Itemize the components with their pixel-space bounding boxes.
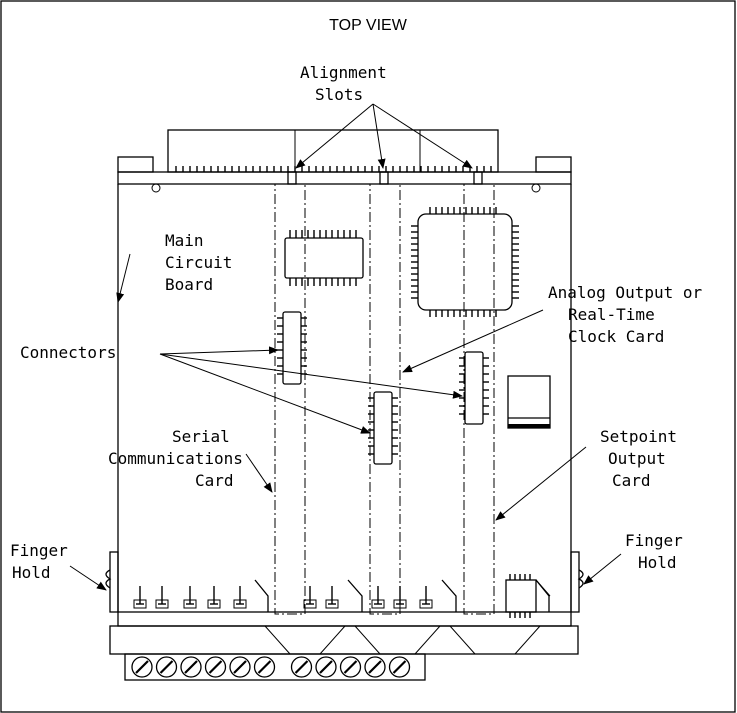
label-finger-hold-left: Finger Hold <box>10 541 68 582</box>
top-rail <box>117 171 572 185</box>
terminal-screws-strip <box>124 653 426 681</box>
arrow-connector-1 <box>159 346 279 355</box>
rear-connector-pins <box>175 166 492 172</box>
label-alignment-slots: Alignment Slots <box>300 63 387 104</box>
analog-output-card-outline <box>369 183 401 615</box>
card-guides-bottom <box>254 579 550 612</box>
label-main-board: Main Circuit Board <box>165 231 232 294</box>
ic-chip-dip <box>284 230 364 286</box>
relay-component <box>505 579 537 613</box>
leader-arrows <box>69 103 622 591</box>
alignment-label-line1: Alignment <box>300 63 387 82</box>
connector-3 <box>459 351 489 425</box>
main-board-label-line1: Main <box>165 231 204 250</box>
serial-label-line1: Serial <box>172 427 230 446</box>
analog-label-line3: Clock Card <box>568 327 664 346</box>
arrow-finger-right <box>583 553 622 585</box>
serial-comms-card-outline <box>274 183 306 615</box>
label-serial-card: Serial Communications Card <box>108 427 243 490</box>
finger-left-line2: Hold <box>12 563 51 582</box>
arrow-analog-card <box>402 309 544 373</box>
connector-1 <box>277 311 307 385</box>
finger-hold-right-edge <box>570 551 580 613</box>
setpoint-label-line1: Setpoint <box>600 427 677 446</box>
terminal-screws <box>131 656 411 678</box>
arrow-serial-card <box>245 453 273 493</box>
finger-right-line1: Finger <box>625 531 683 550</box>
label-setpoint-card: Setpoint Output Card <box>600 427 677 490</box>
analog-label-line1: Analog Output or <box>548 283 702 302</box>
finger-hold-right-notch <box>577 569 584 589</box>
display-component <box>507 375 551 429</box>
finger-right-line2: Hold <box>638 553 677 572</box>
arrow-alignment-slot-1 <box>295 103 374 169</box>
label-connectors: Connectors <box>20 343 116 362</box>
setpoint-label-line2: Output <box>608 449 666 468</box>
alignment-label-line2: Slots <box>315 85 363 104</box>
main-board-label-line3: Board <box>165 275 213 294</box>
mount-hole-left <box>151 183 161 193</box>
arrow-alignment-slot-3 <box>372 103 473 169</box>
diagram-title: TOP VIEW <box>329 17 408 34</box>
arrow-finger-left <box>69 565 107 591</box>
serial-label-line3: Card <box>195 471 234 490</box>
main-board-label-line2: Circuit <box>165 253 232 272</box>
arrow-alignment-slot-2 <box>372 103 386 169</box>
arrow-main-board <box>116 253 131 303</box>
setpoint-card-outline <box>463 183 495 615</box>
connectors-label: Connectors <box>20 343 116 362</box>
ic-chip-plcc <box>411 207 519 317</box>
arrow-connector-3 <box>159 353 463 399</box>
label-finger-hold-right: Finger Hold <box>625 531 683 572</box>
label-analog-card: Analog Output or Real-Time Clock Card <box>548 283 702 346</box>
arrow-connector-2 <box>159 353 371 434</box>
finger-left-line1: Finger <box>10 541 68 560</box>
serial-label-line2: Communications <box>108 449 243 468</box>
connector-2 <box>368 391 398 465</box>
setpoint-label-line3: Card <box>612 471 651 490</box>
alignment-slot-1 <box>287 171 297 185</box>
arrow-setpoint-card <box>495 446 587 521</box>
finger-hold-left-edge <box>109 551 119 613</box>
analog-label-line2: Real-Time <box>568 305 655 324</box>
mount-hole-right <box>531 183 541 193</box>
